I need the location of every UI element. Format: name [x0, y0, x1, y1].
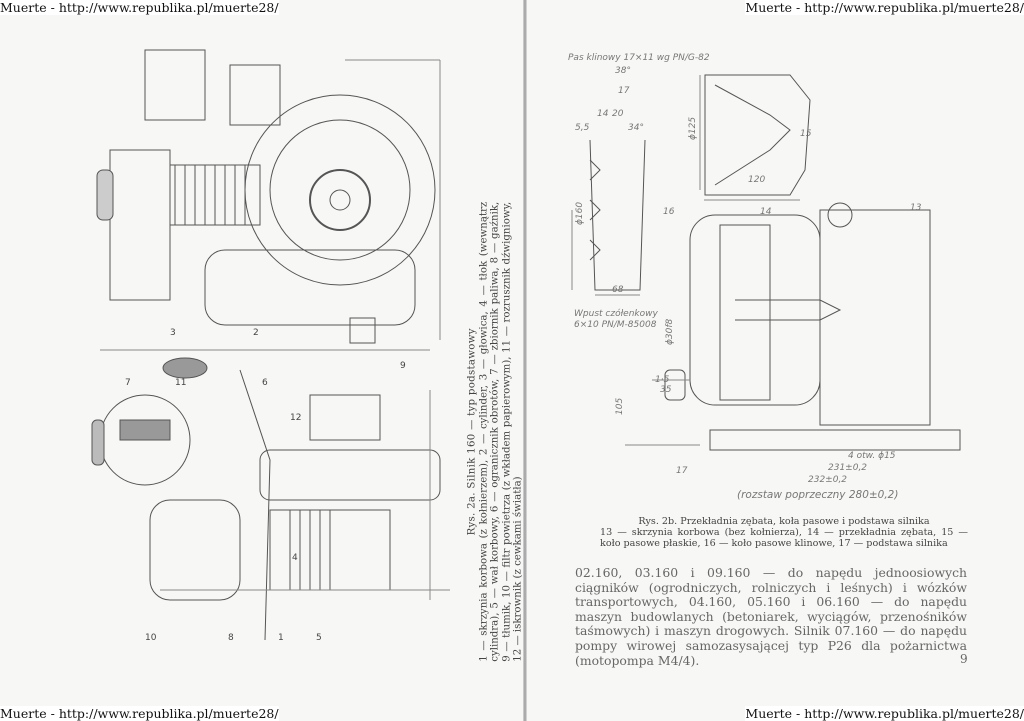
dim-label: 1·5 [655, 375, 670, 385]
dim-label: ϕ125 [688, 117, 698, 140]
part-label: 7 [125, 378, 131, 388]
part-label: 2 [253, 328, 259, 338]
dim-label: 6×10 PN/M-85008 [574, 320, 657, 330]
dim-label: Wpust czółenkowy [574, 308, 658, 319]
dim-label: 232±0,2 [808, 475, 847, 485]
watermark-bottom-left: Muerte - http://www.republika.pl/muerte2… [0, 706, 279, 721]
book-spine [523, 0, 527, 721]
part-label: 1 [278, 633, 284, 643]
figure-2a-part-labels: 3 2 9 7 11 6 12 10 8 1 5 4 [125, 328, 406, 643]
dim-label: Pas klinowy 17×11 wg PN/G-82 [568, 53, 710, 63]
figure-2a-bottom-view [91, 357, 450, 641]
part-label: 8 [228, 633, 234, 643]
page-number: 9 [960, 652, 968, 666]
part-label: 4 [292, 553, 298, 563]
dim-label: 4 otw. ϕ15 [848, 451, 896, 461]
part-label: 14 [760, 207, 772, 217]
figure-2b-pulleys [571, 74, 811, 296]
dim-label: 68 [612, 285, 624, 295]
part-label: 6 [262, 378, 268, 388]
watermark-top-right: Muerte - http://www.republika.pl/muerte2… [745, 0, 1024, 15]
dim-label: 17 [618, 86, 630, 96]
dim-label: 105 [615, 398, 625, 415]
body-paragraph: 02.160, 03.160 i 09.160 — do napędu jedn… [575, 565, 967, 668]
part-label: 3 [170, 328, 176, 338]
part-label: 13 [910, 203, 922, 213]
part-label: 5 [316, 633, 322, 643]
part-label: 15 [800, 129, 812, 139]
dim-label: ϕ160 [575, 202, 585, 225]
dim-label: ϕ30f8 [665, 318, 675, 345]
figure-2a-title: Rys. 2a. Silnik 160 — typ podstawowy [466, 328, 478, 536]
dim-label: (rozstaw poprzeczny 280±0,2) [737, 489, 898, 501]
part-label: 11 [175, 378, 186, 388]
dim-label: 5,5 [575, 123, 590, 133]
part-label: 9 [400, 361, 406, 371]
dim-label: 34° [628, 123, 644, 133]
part-label: 12 [290, 413, 301, 423]
watermark-bottom-right: Muerte - http://www.republika.pl/muerte2… [745, 706, 1024, 721]
figure-2a-top-view [96, 49, 441, 351]
dim-label: 38° [615, 66, 631, 76]
dim-label: 231±0,2 [828, 463, 867, 473]
part-label: 17 [676, 466, 688, 476]
watermark-top-left: Muerte - http://www.republika.pl/muerte2… [0, 0, 279, 15]
figure-2b-legend: 13 — skrzynia korbowa (bez kołnierza), 1… [600, 527, 968, 549]
dim-label: 120 [748, 175, 765, 185]
figure-2b-caption: Rys. 2b. Przekładnia zębata, koła pasowe… [600, 516, 968, 549]
part-label: 10 [145, 633, 157, 643]
figure-2b-dimension-labels: Pas klinowy 17×11 wg PN/G-82 38° 17 14 2… [568, 53, 922, 501]
figure-2a-caption: Rys. 2a. Silnik 160 — typ podstawowy 1 —… [466, 202, 524, 662]
dim-label: 14 [597, 109, 609, 119]
dim-label: 20 [612, 109, 624, 119]
part-label: 16 [663, 207, 675, 217]
figure-2a-legend: 1 — skrzynia korbowa (z kołnierzem), 2 —… [477, 201, 524, 662]
dim-label: 35 [660, 385, 672, 395]
figure-2b-title: Rys. 2b. Przekładnia zębata, koła pasowe… [638, 516, 930, 527]
figure-2b-gearbox [625, 202, 961, 451]
